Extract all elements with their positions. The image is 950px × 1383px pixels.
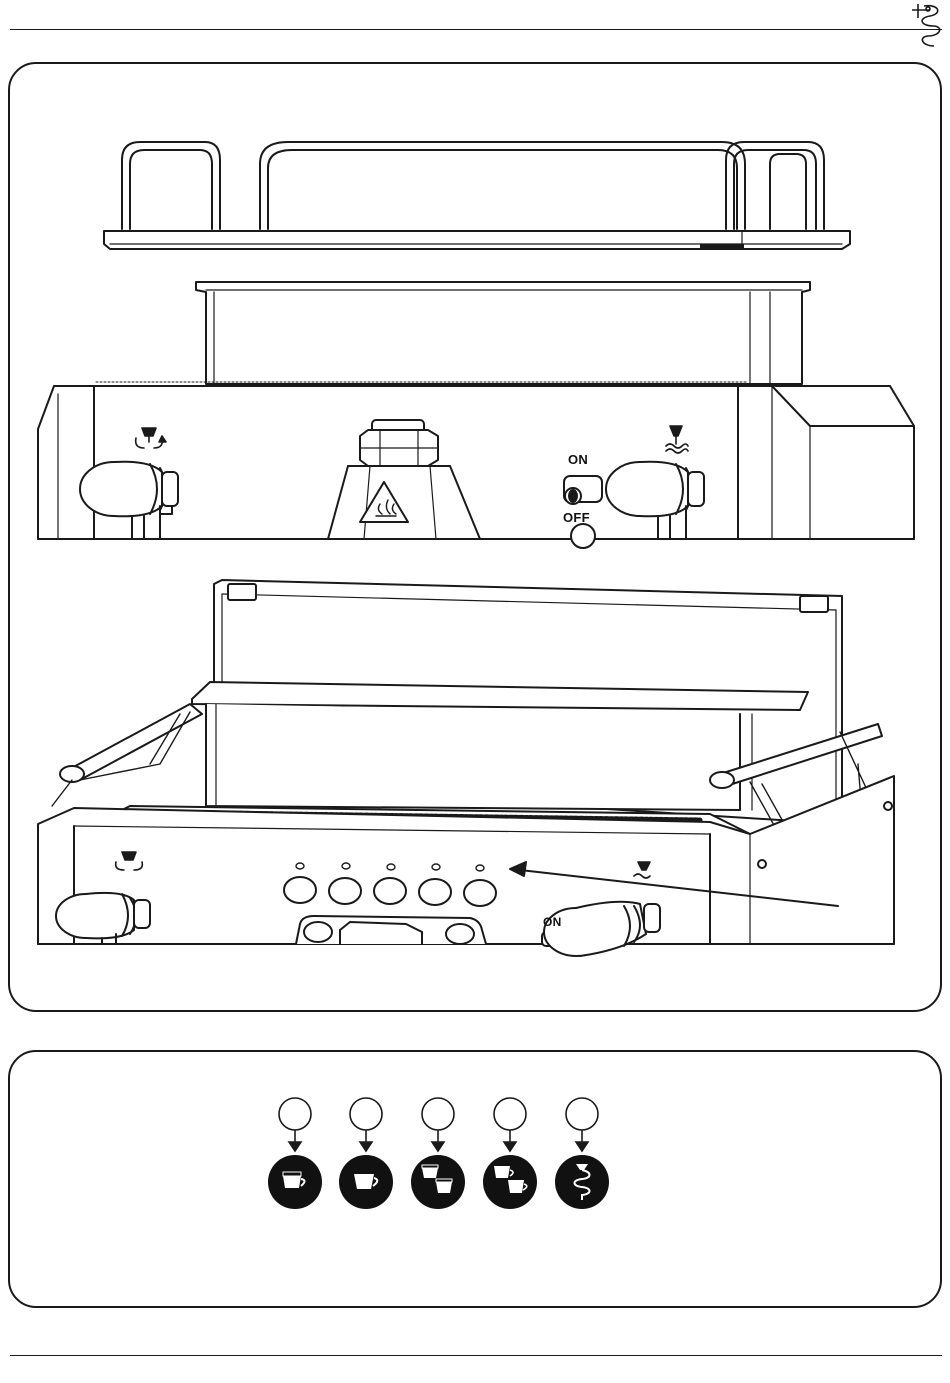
footer-rule bbox=[10, 1355, 942, 1356]
illustration-panel: ON OFF ON bbox=[8, 62, 942, 1012]
brand-logo bbox=[0, 0, 950, 60]
cup-warmer-lid bbox=[104, 142, 850, 249]
machine-front-top bbox=[38, 382, 914, 548]
double-espresso-cups-icon bbox=[411, 1155, 465, 1209]
machine-illustration bbox=[10, 64, 944, 1014]
single-espresso-cup-icon bbox=[268, 1155, 322, 1209]
machine-open-view bbox=[38, 580, 894, 956]
header-rule bbox=[10, 29, 942, 30]
legend-callout-2 bbox=[350, 1098, 382, 1130]
single-long-cup-icon bbox=[339, 1155, 393, 1209]
legend-callout-1 bbox=[279, 1098, 311, 1130]
legend-callout-4 bbox=[494, 1098, 526, 1130]
double-long-cups-icon bbox=[483, 1155, 537, 1209]
keypad-legend-diagram bbox=[10, 1052, 944, 1310]
switch-off-label: OFF bbox=[563, 510, 590, 525]
biscione-serpent-logo-icon bbox=[912, 4, 940, 46]
water-tank bbox=[196, 282, 810, 384]
legend-callout-3 bbox=[422, 1098, 454, 1130]
continuous-dispensing-icon bbox=[555, 1155, 609, 1209]
switch-on-label: ON bbox=[568, 452, 588, 467]
keypad-legend-panel bbox=[8, 1050, 942, 1308]
legend-callout-5 bbox=[566, 1098, 598, 1130]
switch-on-label-open-view: ON bbox=[543, 915, 562, 929]
